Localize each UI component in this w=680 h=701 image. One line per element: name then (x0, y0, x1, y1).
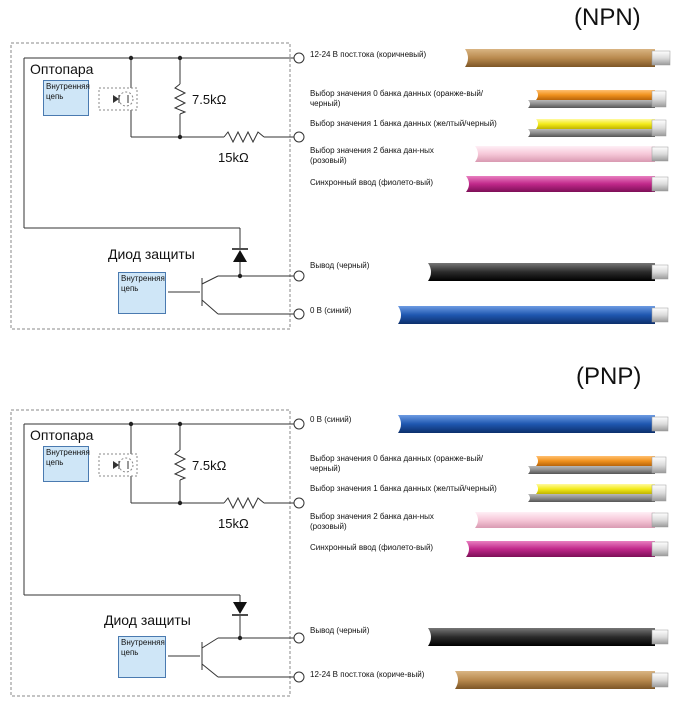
npn-wire-label-blue: 0 В (синий) (310, 306, 352, 315)
pnp-internal-circuit-transistor: Внутренняя цепь (118, 636, 166, 678)
pnp-optocoupler-symbol (98, 453, 138, 477)
npn-protection-diode-label: Диод защиты (108, 246, 195, 262)
pnp-resistor-7k5-label: 7.5kΩ (192, 458, 227, 473)
npn-wire-label-orange: Выбор значения 0 банка данных (оранже-вы… (310, 89, 484, 108)
npn-terminals (293, 52, 305, 320)
npn-resistor-7k5 (173, 83, 187, 115)
pnp-resistor-15k-label: 15kΩ (218, 516, 249, 531)
pnp-cable-brown (455, 671, 669, 689)
npn-cable-violet (466, 176, 669, 192)
pnp-wire-label-black: Вывод (черный) (310, 626, 370, 635)
pnp-wiring (23, 423, 294, 678)
pnp-cable-black (428, 628, 669, 646)
npn-internal-circuit-transistor: Внутренняя цепь (118, 272, 166, 314)
npn-optocoupler-symbol (98, 87, 138, 111)
pnp-wire-label-violet: Синхронный ввод (фиолето-вый) (310, 543, 434, 552)
npn-resistor-15k-label: 15kΩ (218, 150, 249, 165)
pnp-optocoupler-label: Оптопара (30, 427, 94, 443)
pnp-internal-circuit-opto: Внутренняя цепь (43, 446, 90, 482)
pnp-cable-pink (475, 512, 669, 528)
pnp-junctions (128, 421, 243, 641)
pnp-protection-diode-label: Диод защиты (104, 612, 191, 628)
npn-resistor-7k5-label: 7.5kΩ (192, 92, 227, 107)
npn-resistor-15k (223, 130, 265, 144)
npn-wire-label-black: Вывод (черный) (310, 261, 370, 270)
pnp-title: (PNP) (576, 363, 642, 390)
npn-cable-pink (475, 146, 669, 162)
pnp-wire-label-brown: 12-24 В пост.тока (кориче-вый) (310, 670, 425, 679)
npn-cable-orange-black (528, 90, 667, 108)
npn-wire-label-brown: 12-24 В пост.тока (коричневый) (310, 50, 427, 59)
pnp-wire-label-pink: Выбор значения 2 банка дан-ных (розовый) (310, 512, 434, 531)
pnp-protection-diode (232, 602, 248, 616)
npn-cable-black (428, 263, 669, 281)
npn-protection-diode (232, 248, 248, 262)
pnp-wire-label-yellow: Выбор значения 1 банка данных (желтый/че… (310, 484, 497, 493)
pnp-cable-yellow-black (528, 484, 667, 502)
pnp-cable-blue (398, 415, 669, 433)
pnp-wire-label-orange: Выбор значения 0 банка данных (оранже-вы… (310, 454, 484, 473)
npn-cable-yellow-black (528, 119, 667, 137)
npn-wire-label-violet: Синхронный ввод (фиолето-вый) (310, 178, 434, 187)
pnp-terminals (293, 418, 305, 683)
npn-junctions (128, 55, 243, 279)
pnp-cable-violet (466, 541, 669, 557)
npn-wiring (23, 57, 294, 315)
npn-enclosure (10, 42, 291, 330)
npn-cable-blue (398, 306, 669, 324)
npn-wire-label-yellow: Выбор значения 1 банка данных (желтый/че… (310, 119, 497, 128)
pnp-wire-label-blue: 0 В (синий) (310, 415, 352, 424)
npn-internal-circuit-opto: Внутренняя цепь (43, 80, 90, 116)
npn-optocoupler-label: Оптопара (30, 61, 94, 77)
npn-wire-label-pink: Выбор значения 2 банка дан-ных (розовый) (310, 146, 434, 165)
npn-cable-brown (465, 49, 671, 67)
npn-title: (NPN) (574, 4, 641, 31)
pnp-enclosure (10, 409, 291, 697)
pnp-cable-orange-black (528, 456, 667, 474)
pnp-resistor-7k5 (173, 449, 187, 481)
pnp-resistor-15k (223, 496, 265, 510)
